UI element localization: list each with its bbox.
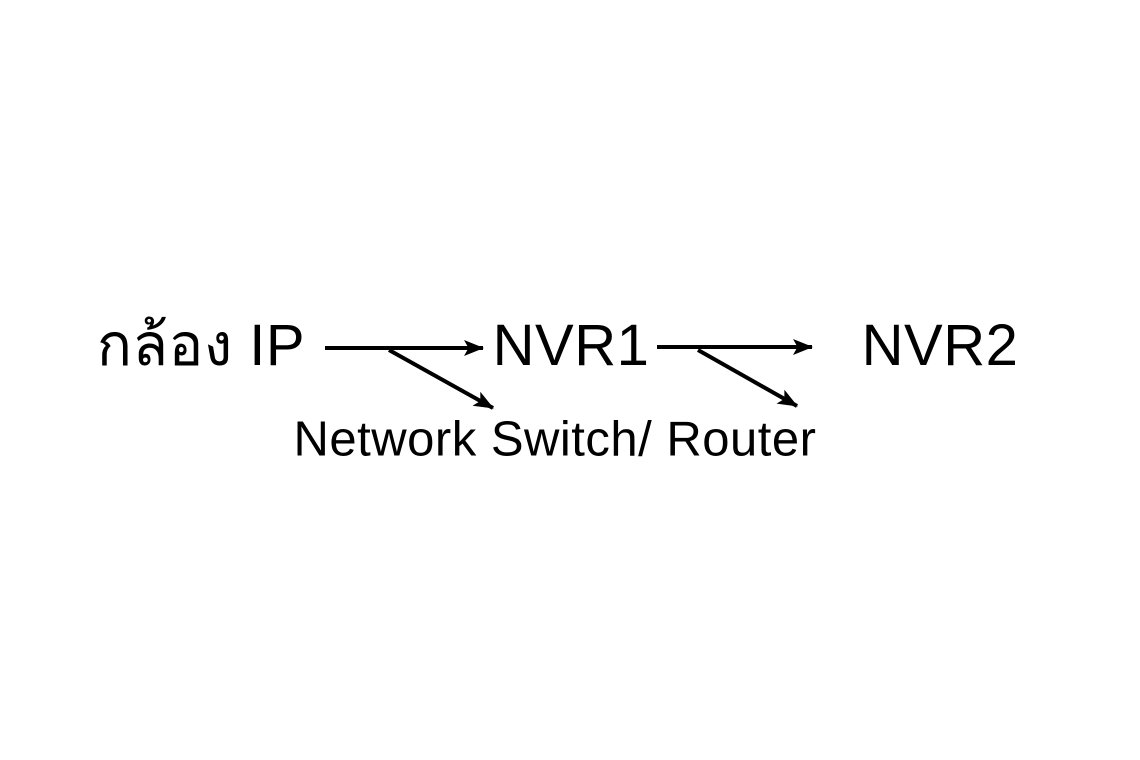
node-network-switch-router: Network Switch/ Router: [293, 412, 817, 467]
edge-camera-to-switch: [388, 348, 494, 410]
node-nvr2: NVR2: [861, 313, 1019, 378]
edge-nvr1-to-switch: [697, 348, 798, 408]
node-nvr1: NVR1: [492, 313, 650, 378]
node-camera-ip: กล้อง IP: [96, 313, 306, 378]
